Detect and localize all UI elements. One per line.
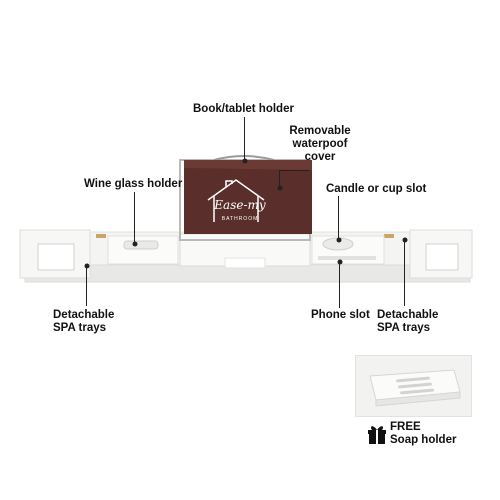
label-removable-line3: cover — [304, 151, 336, 163]
callout-line-spa-left — [86, 266, 87, 306]
cover-logo-subtext: BATHROOM — [221, 216, 259, 222]
left-arm-slot — [37, 243, 75, 271]
callout-line-book — [244, 117, 245, 161]
label-removable-line2: waterpoof — [292, 138, 348, 150]
label-spa-trays-right: Detachable SPA trays — [377, 309, 438, 335]
callout-line-candle — [338, 196, 339, 240]
soap-dish-illustration — [369, 369, 461, 407]
callout-line-cover-h — [279, 170, 309, 171]
phone-slot-groove — [318, 256, 376, 260]
wood-slot-right — [384, 234, 394, 238]
callout-line-spa-right — [404, 240, 405, 306]
label-spa-trays-left: Detachable SPA trays — [53, 309, 114, 335]
wine-glass-slot — [123, 240, 159, 250]
label-book-holder: Book/tablet holder — [193, 103, 294, 115]
house-logo-icon — [207, 179, 265, 222]
callout-dot-wine — [132, 241, 138, 247]
brown-cover-fold — [184, 160, 312, 170]
label-wine-glass-holder: Wine glass holder — [84, 178, 183, 190]
label-soap-holder: Soap holder — [390, 434, 457, 446]
callout-line-cover — [279, 170, 280, 188]
label-spa-left-line1: Detachable — [53, 309, 115, 321]
center-logo-plate — [224, 257, 266, 269]
brown-cover — [184, 160, 312, 234]
label-spa-right-line1: Detachable — [377, 309, 439, 321]
callout-dot-spa-left — [84, 263, 90, 269]
wood-slot-left — [96, 234, 106, 238]
callout-dot-cover — [277, 185, 283, 191]
left-panel — [107, 235, 179, 265]
callout-dot-candle — [336, 237, 342, 243]
cover-logo-text: Ease-my — [214, 198, 266, 212]
soap-holder-inset — [355, 355, 472, 417]
callout-line-wine — [134, 192, 135, 244]
label-spa-right-line2: SPA trays — [377, 322, 431, 334]
right-arm-slot — [425, 243, 459, 271]
label-candle-cup-slot: Candle or cup slot — [326, 183, 427, 195]
callout-dot-book — [242, 158, 248, 164]
label-phone-slot: Phone slot — [311, 309, 370, 321]
callout-dot-spa-right — [402, 237, 408, 243]
callout-dot-phone — [337, 259, 343, 265]
callout-line-phone — [339, 262, 340, 308]
label-spa-left-line2: SPA trays — [53, 322, 107, 334]
gift-icon — [368, 426, 386, 444]
label-removable-cover: Removable waterpoof cover — [280, 125, 360, 164]
label-free: FREE — [390, 421, 421, 433]
label-removable-line1: Removable — [289, 125, 351, 137]
